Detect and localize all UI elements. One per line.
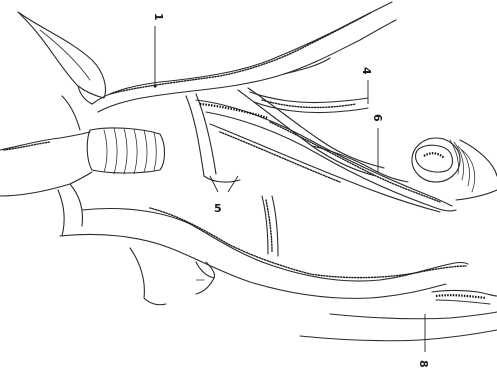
label-6: 6: [371, 114, 384, 122]
left-body-outline: [0, 132, 92, 236]
label-leaders: [153, 26, 425, 352]
main-upper-vessel: [92, 2, 396, 112]
central-elongated-vessel: [196, 100, 456, 212]
bottom-right-vessel: [300, 291, 497, 341]
leader-5a: [210, 176, 218, 192]
leader-5b: [228, 176, 238, 192]
left-striped-structure: [87, 128, 164, 174]
label-8: 8: [417, 360, 430, 368]
label-1: 1: [152, 13, 165, 21]
descending-branch-lower: [262, 196, 278, 256]
label-4: 4: [360, 67, 373, 75]
right-striped-structure: [412, 138, 497, 200]
label-5: 5: [214, 202, 222, 215]
top-left-leaf-structure: [18, 12, 106, 130]
lower-main-vessel: [60, 208, 468, 305]
